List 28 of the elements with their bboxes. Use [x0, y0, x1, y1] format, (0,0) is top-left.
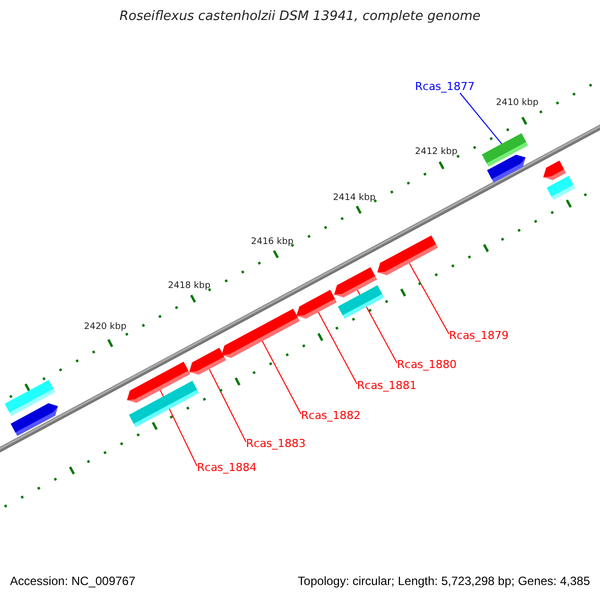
gene-label: Rcas_1882 [301, 409, 361, 422]
accession-text: Accession: NC_009767 [10, 575, 136, 588]
gene-block [189, 348, 226, 375]
gene-label: Rcas_1879 [449, 329, 509, 342]
gene-label: Rcas_1880 [397, 358, 457, 371]
gene-block [127, 362, 190, 403]
scale-label: 2414 kbp [333, 192, 376, 205]
gene-block [222, 308, 300, 358]
gene-label: Rcas_1877 [415, 80, 475, 93]
gene-block [334, 267, 378, 298]
leader-line [408, 262, 450, 334]
gene-block [377, 236, 438, 276]
genome-summary-text: Topology: circular; Length: 5,723,298 bp; Genes: 4,385 [298, 575, 590, 588]
gene-label: Rcas_1884 [197, 461, 257, 474]
gene-block [296, 290, 337, 319]
scale-label: 2412 kbp [415, 146, 458, 159]
gene-label: Rcas_1883 [246, 437, 306, 450]
scale-label: 2410 kbp [496, 97, 538, 110]
gene-label: Rcas_1881 [357, 379, 417, 392]
scale-label: 2416 kbp [251, 236, 294, 249]
leader-line [262, 340, 302, 414]
scale-label: 2418 kbp [168, 280, 210, 293]
leader-line [460, 92, 502, 144]
leader-line [318, 312, 358, 384]
leader-line [208, 368, 246, 442]
gene-bar [482, 133, 528, 167]
title: Roseiflexus castenholzii DSM 13941, complete genome [118, 10, 482, 23]
scale-label: 2420 kbp [84, 321, 126, 334]
